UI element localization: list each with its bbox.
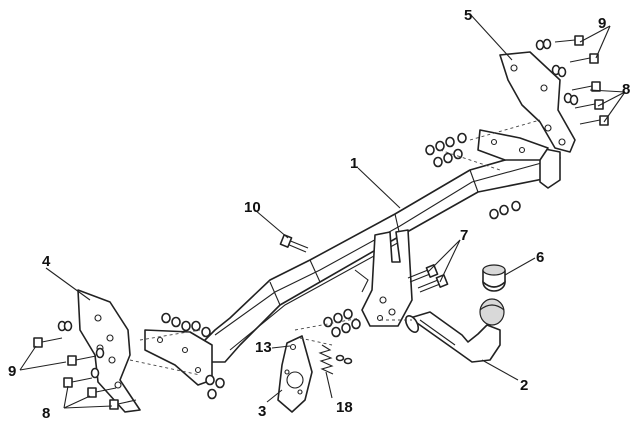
callout-9-right: 9: [598, 15, 606, 32]
callout-1: 1: [350, 155, 358, 172]
tow-ball: [479, 298, 505, 326]
bolt: [109, 399, 137, 410]
socket-plate: [277, 335, 313, 413]
callout-2: 2: [520, 377, 528, 394]
bolt: [574, 99, 604, 110]
callout-8-right: 8: [622, 81, 630, 98]
left-bolts: [33, 337, 137, 410]
callout-18: 18: [336, 399, 353, 416]
ball-cap: [482, 264, 506, 292]
center-nuts: [323, 308, 361, 338]
callout-13: 13: [255, 339, 272, 356]
callout-9-left: 9: [8, 363, 16, 380]
spring-washers: [335, 354, 353, 365]
left-washers: [57, 320, 105, 379]
right-bolts: [554, 35, 609, 126]
bolt: [63, 377, 93, 388]
crossbar-left-flange: [144, 329, 213, 386]
bolts-set-7: [407, 264, 449, 293]
crossbar-right-flange: [477, 129, 549, 161]
callout-10: 10: [244, 199, 261, 216]
bolt: [579, 115, 609, 126]
callout-8-left: 8: [42, 405, 50, 422]
callout-5: 5: [464, 7, 472, 24]
callout-7: 7: [460, 227, 468, 244]
callout-6: 6: [536, 249, 544, 266]
left-flange-nuts: [161, 312, 225, 400]
left-side-bracket: [77, 289, 141, 413]
callout-4: 4: [42, 253, 51, 270]
bolt: [417, 274, 449, 293]
tow-ball-neck: [404, 311, 501, 363]
leader-lines: [19, 13, 626, 409]
callout-3: 3: [258, 403, 266, 420]
assembly-lines: [129, 119, 541, 376]
bolt-10: [279, 234, 309, 253]
right-washers: [535, 38, 579, 106]
right-flange-nuts: [425, 132, 521, 220]
spring: [318, 344, 334, 375]
bolt: [87, 387, 117, 398]
right-side-bracket: [499, 51, 576, 153]
bolt: [67, 355, 97, 366]
bolt: [554, 35, 584, 46]
bolt: [33, 337, 63, 348]
bolt: [571, 81, 601, 92]
bolt: [569, 53, 599, 64]
crossbar: [199, 147, 561, 363]
bolt: [407, 264, 439, 283]
callout-labels: 1 2 3 4 5 6 7 8 8 9 9 10 13 18: [8, 7, 630, 422]
hitch-bracket: [354, 229, 413, 327]
